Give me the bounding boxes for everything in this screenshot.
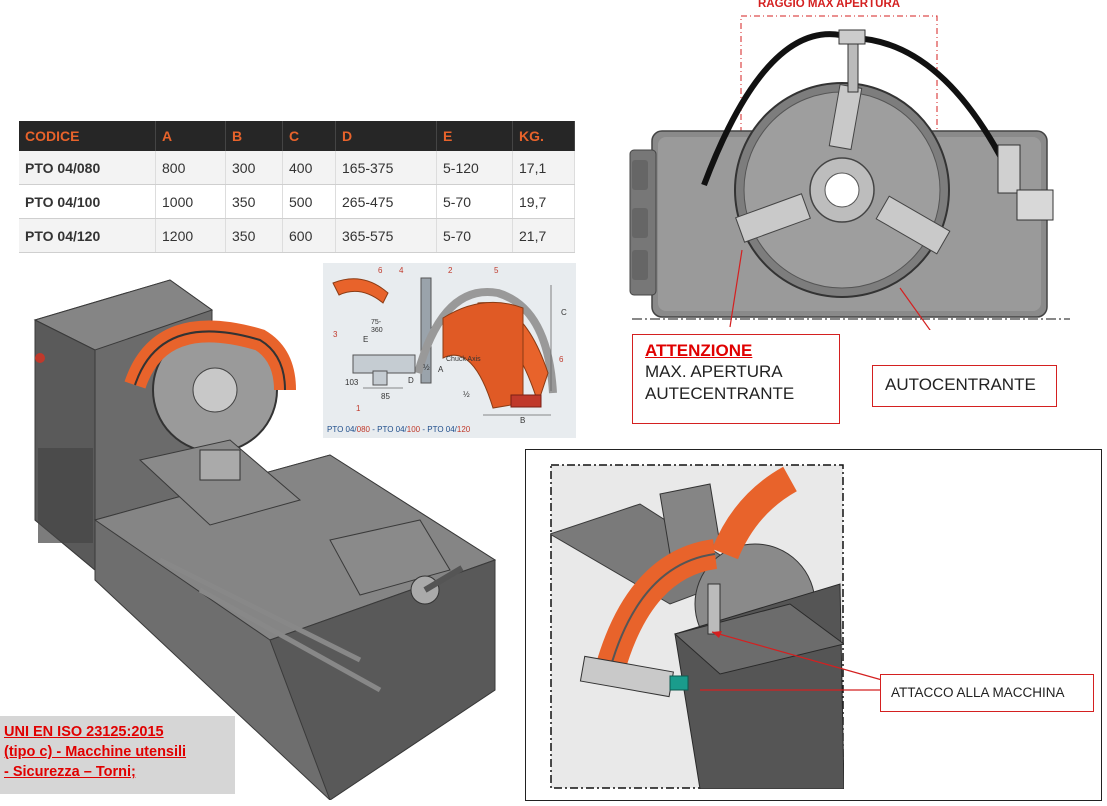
- table-row: PTO 04/080 800 300 400 165-375 5-120 17,…: [19, 151, 575, 185]
- table-cell: 600: [282, 218, 336, 253]
- autocentrante-callout: AUTOCENTRANTE: [872, 365, 1057, 407]
- part-number-6: 6: [378, 266, 383, 275]
- attenzione-line2: AUTECENTRANTE: [645, 384, 795, 403]
- caption-model-120: 120: [456, 425, 471, 434]
- table-cell: 1200: [155, 218, 226, 253]
- half-label-b: ½: [463, 390, 470, 399]
- standard-note-line2: (tipo c) - Macchine utensili: [4, 744, 187, 760]
- table-cell: PTO 04/120: [19, 218, 156, 253]
- dim-range: 75-360: [371, 319, 383, 334]
- col-header-codice: CODICE: [19, 121, 156, 151]
- caption-prefix: PTO 04/: [327, 425, 357, 434]
- table-cell: 365-575: [335, 218, 437, 253]
- exploded-view-illustration: [323, 263, 576, 438]
- dim-b: B: [520, 416, 526, 425]
- col-header-d: D: [335, 121, 437, 151]
- col-header-e: E: [436, 121, 513, 151]
- table-cell: 350: [225, 218, 283, 253]
- caption-model-100: 100: [406, 425, 421, 434]
- table-cell: 265-475: [335, 184, 437, 219]
- col-header-b: B: [225, 121, 283, 151]
- standard-note-line3: - Sicurezza – Torni;: [4, 764, 136, 780]
- attenzione-title: ATTENZIONE: [645, 341, 753, 360]
- part-number-3: 3: [333, 330, 338, 339]
- dim-85: 85: [381, 392, 390, 401]
- attacco-callout: ATTACCO ALLA MACCHINA: [880, 674, 1094, 712]
- table-header-row: CODICE A B C D E KG.: [19, 121, 575, 151]
- dim-d: D: [408, 376, 414, 385]
- guard-mount-detail-illustration: [550, 464, 844, 789]
- table-cell: 19,7: [512, 184, 575, 219]
- detail-frame: [525, 449, 1102, 801]
- caption-sep: - PTO 04/: [370, 425, 407, 434]
- standard-note: UNI EN ISO 23125:2015 (tipo c) - Macchin…: [0, 716, 235, 794]
- table-cell: PTO 04/100: [19, 184, 156, 219]
- table-cell: 500: [282, 184, 336, 219]
- part-number-4: 4: [399, 266, 404, 275]
- chuck-guard-front-view: [629, 15, 1070, 330]
- part-number-1: 1: [356, 404, 361, 413]
- table-cell: 300: [225, 151, 283, 185]
- attenzione-line1: MAX. APERTURA: [645, 362, 783, 381]
- table-cell: 17,1: [512, 151, 575, 185]
- caption-model-080: 080: [356, 425, 371, 434]
- table-cell: 1000: [155, 184, 226, 219]
- attacco-leader-lines: [700, 631, 883, 691]
- dim-a: A: [438, 365, 444, 374]
- table-cell: 5-70: [436, 218, 513, 253]
- standard-note-line1: UNI EN ISO 23125:2015: [4, 724, 164, 740]
- table-row: PTO 04/100 1000 350 500 265-475 5-70 19,…: [19, 184, 575, 219]
- half-label-a: ½: [423, 363, 430, 372]
- table-cell: 350: [225, 184, 283, 219]
- table-cell: 21,7: [512, 218, 575, 253]
- attenzione-callout: ATTENZIONE MAX. APERTURA AUTECENTRANTE: [632, 334, 840, 424]
- table-cell: 5-70: [436, 184, 513, 219]
- spec-table: CODICE A B C D E KG. PTO 04/080 800 300 …: [19, 121, 575, 253]
- table-cell: 400: [282, 151, 336, 185]
- attacco-label: ATTACCO ALLA MACCHINA: [891, 685, 1065, 700]
- col-header-kg: KG.: [512, 121, 575, 151]
- table-cell: 800: [155, 151, 226, 185]
- dim-c: C: [561, 308, 567, 317]
- exploded-caption: PTO 04/080 - PTO 04/100 - PTO 04/120: [327, 425, 470, 434]
- chuck-axis-label: Chuck Axis: [446, 356, 481, 363]
- col-header-c: C: [282, 121, 336, 151]
- autocentrante-label: AUTOCENTRANTE: [885, 375, 1036, 394]
- raggio-label: RAGGIO MAX APERTURA: [758, 0, 901, 10]
- exploded-labels: 6 4 2 5 3 1 6 75-360 E C 103 85 D A B Ch…: [323, 263, 576, 438]
- part-number-5: 5: [494, 266, 499, 275]
- dim-e: E: [363, 335, 369, 344]
- table-cell: 165-375: [335, 151, 437, 185]
- table-row: PTO 04/120 1200 350 600 365-575 5-70 21,…: [19, 218, 575, 253]
- dim-103: 103: [345, 378, 359, 387]
- table-cell: 5-120: [436, 151, 513, 185]
- part-number-2: 2: [448, 266, 453, 275]
- part-number-6b: 6: [559, 355, 564, 364]
- col-header-a: A: [155, 121, 226, 151]
- lathe-illustration: [33, 279, 497, 800]
- caption-sep: - PTO 04/: [420, 425, 457, 434]
- table-cell: PTO 04/080: [19, 151, 156, 185]
